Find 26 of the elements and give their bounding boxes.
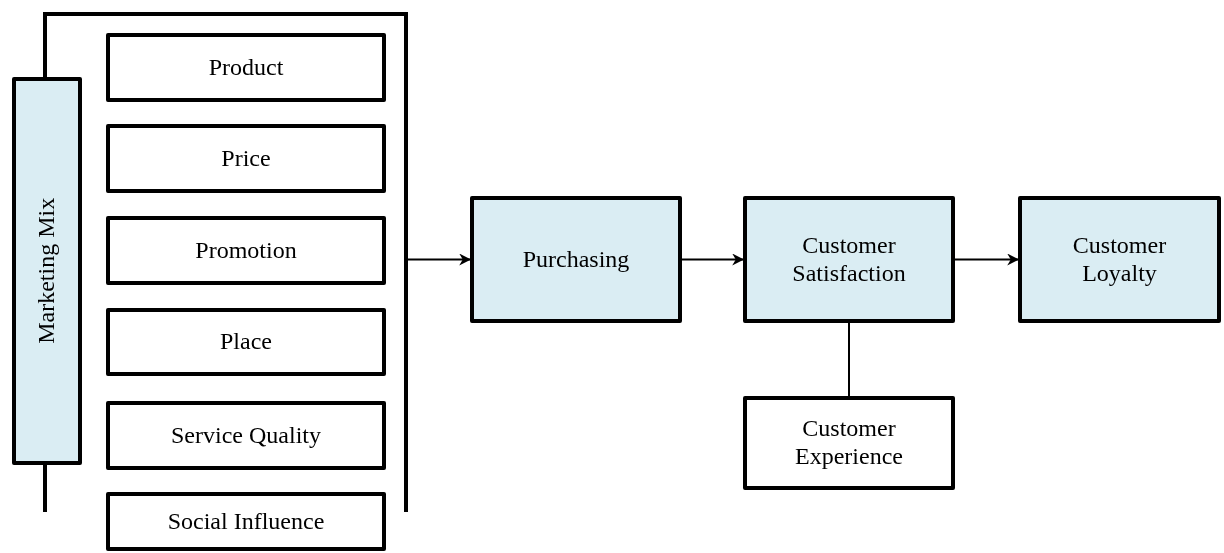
process-box	[12, 77, 82, 465]
box-label: Product	[208, 53, 284, 82]
box-label: Promotion	[195, 236, 297, 265]
process-box	[106, 124, 386, 193]
process-box	[106, 401, 386, 470]
process-box	[1018, 196, 1221, 323]
box-label: Marketing Mix	[33, 198, 61, 344]
process-box	[106, 33, 386, 102]
arrow	[954, 253, 1020, 266]
box-label: Purchasing	[522, 245, 630, 274]
box-label: Place	[220, 328, 272, 356]
process-box	[106, 308, 386, 376]
connector-line	[848, 322, 850, 397]
process-box	[106, 492, 386, 551]
process-box	[106, 216, 386, 285]
arrow	[681, 253, 745, 266]
box-label: Customer Experience	[794, 415, 904, 471]
box-label: Customer Satisfaction	[791, 231, 907, 288]
process-box	[743, 196, 955, 323]
box-label: Service Quality	[171, 421, 321, 450]
box-label: Social Influence	[167, 507, 325, 536]
box-label: Customer Loyalty	[1071, 231, 1168, 288]
process-box	[743, 396, 955, 490]
arrow	[405, 253, 472, 266]
box-label: Price	[221, 144, 271, 173]
process-box	[470, 196, 682, 323]
